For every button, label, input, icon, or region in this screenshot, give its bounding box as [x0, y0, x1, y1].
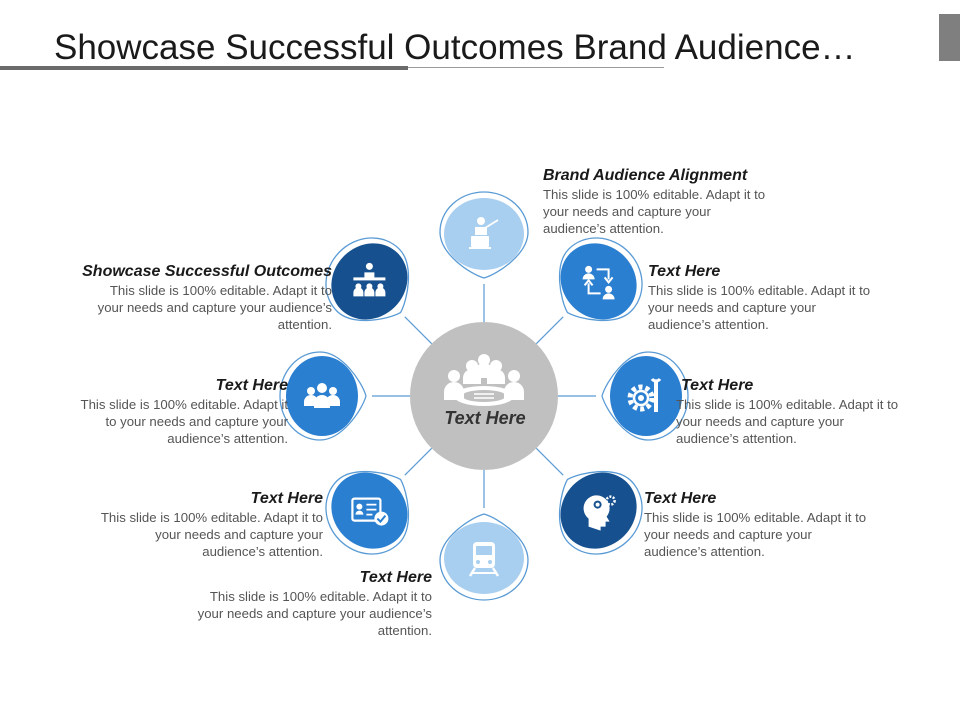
- block-body-line: This slide is 100% editable. Adapt it to: [543, 187, 766, 202]
- diagram-node: [325, 470, 410, 555]
- block-body-line: This slide is 100% editable. Adapt it to: [644, 510, 867, 525]
- block-body-line: This slide is 100% editable. Adapt it to: [676, 397, 899, 412]
- text-block-right-1: Text Here This slide is 100% editable. A…: [648, 262, 928, 333]
- block-body-line: This slide is 100% editable. Adapt it to: [100, 510, 323, 525]
- block-heading: Text Here: [359, 569, 432, 586]
- block-body-line: your needs and capture your: [648, 300, 816, 315]
- node-fill: [610, 356, 682, 436]
- node-fill: [560, 243, 637, 320]
- block-body-line: audience’s attention.: [202, 544, 323, 559]
- diagram-node: [601, 351, 689, 441]
- title-underline-light: [408, 67, 664, 68]
- text-block-brand-audience-alignment: Brand Audience Alignment This slide is 1…: [543, 166, 823, 237]
- connector-line: [404, 316, 433, 345]
- block-body-line: your needs and capture your: [543, 204, 711, 219]
- block-body-line: your needs and capture your: [676, 414, 844, 429]
- block-body-line: audience’s attention.: [676, 431, 797, 446]
- title-underline-dark: [0, 66, 408, 70]
- connector-line: [535, 316, 564, 345]
- block-body-line: your needs and capture your: [155, 527, 323, 542]
- block-body-line: attention.: [277, 317, 332, 332]
- diagram-node: [558, 237, 643, 322]
- corner-accent: [939, 14, 960, 61]
- block-heading: Text Here: [250, 490, 323, 507]
- block-body-line: attention.: [377, 623, 432, 638]
- block-heading: Text Here: [681, 377, 754, 394]
- block-body-line: This slide is 100% editable. Adapt it to: [209, 589, 432, 604]
- block-heading: Brand Audience Alignment: [543, 167, 748, 184]
- block-body-line: This slide is 100% editable. Adapt it to: [648, 283, 871, 298]
- text-block-bottom: Text Here This slide is 100% editable. A…: [150, 568, 432, 639]
- block-heading: Text Here: [644, 490, 717, 507]
- text-block-right-2: Text Here This slide is 100% editable. A…: [676, 376, 956, 447]
- node-fill: [331, 243, 408, 320]
- block-body-line: audience’s attention.: [648, 317, 769, 332]
- text-block-left-2: Text Here This slide is 100% editable. A…: [20, 376, 288, 447]
- block-body-line: audience’s attention.: [167, 431, 288, 446]
- node-fill: [331, 472, 408, 549]
- text-block-right-3: Text Here This slide is 100% editable. A…: [644, 489, 924, 560]
- block-heading: Text Here: [215, 377, 288, 394]
- block-body-line: your needs and capture your audience’s: [97, 300, 332, 315]
- block-body-line: to your needs and capture your: [105, 414, 288, 429]
- slide-title: Showcase Successful Outcomes Brand Audie…: [54, 28, 856, 67]
- block-body-line: This slide is 100% editable. Adapt it to: [109, 283, 332, 298]
- text-block-showcase-successful-outcomes: Showcase Successful Outcomes This slide …: [20, 262, 332, 333]
- center-label: Text Here: [444, 408, 526, 428]
- block-heading: Showcase Successful Outcomes: [82, 263, 332, 280]
- block-body-line: your needs and capture your: [644, 527, 812, 542]
- connector-line: [404, 447, 433, 476]
- block-heading: Text Here: [648, 263, 721, 280]
- block-body-line: your needs and capture your audience’s: [197, 606, 432, 621]
- connector-line: [535, 447, 564, 476]
- block-body-line: audience’s attention.: [543, 221, 664, 236]
- text-block-left-3: Text Here This slide is 100% editable. A…: [40, 489, 323, 560]
- connector-lines: [372, 284, 596, 508]
- block-body-line: This slide is 100% editable. Adapt it: [80, 397, 288, 412]
- block-body-line: audience’s attention.: [644, 544, 765, 559]
